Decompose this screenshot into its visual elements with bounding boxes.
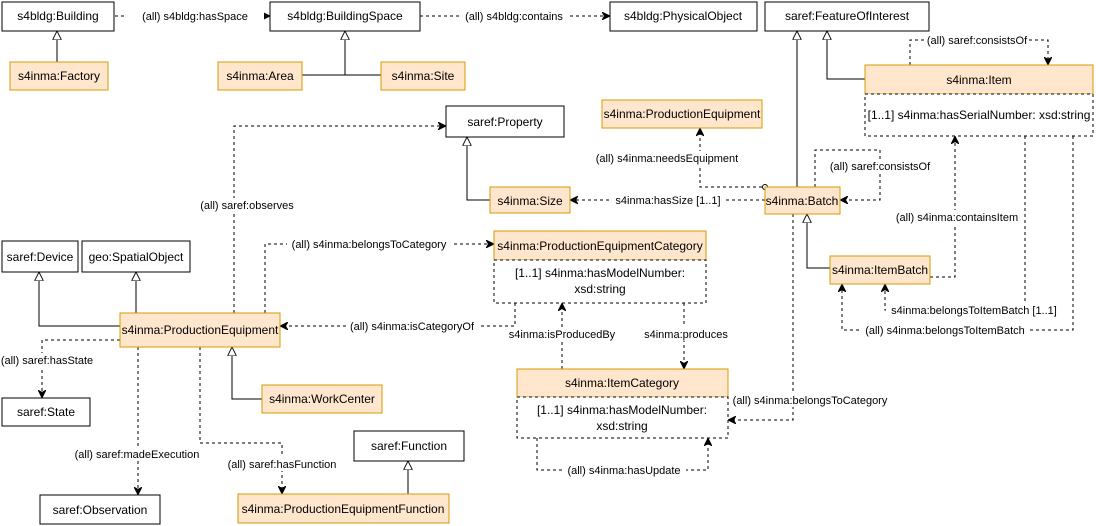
node-size	[489, 186, 571, 214]
edge-label-needs-equipment: (all) s4inma:needsEquipment	[596, 153, 738, 165]
label-observation: saref:Observation	[53, 503, 148, 517]
label-item: s4inma:Item	[946, 73, 1011, 87]
edge-belongs-to-item-batch-all	[842, 136, 1074, 331]
edge-label-is-category-of: (all) s4inma:isCategoryOf	[350, 321, 475, 333]
edge-has-function	[199, 347, 282, 494]
edge-is-category-of	[280, 303, 516, 326]
edge-label-pe-belongs-to-category: (all) s4inma:belongsToCategory	[292, 239, 447, 251]
label-production-equipment: s4inma:ProductionEquipment	[122, 323, 279, 337]
label-property: saref:Property	[467, 115, 542, 129]
edge-size-subclass	[467, 137, 490, 201]
edge-batch-belongs-to-category	[728, 214, 794, 420]
label-area: s4inma:Area	[226, 69, 294, 83]
label-function: saref:Function	[371, 439, 447, 453]
label-pe-category-attr-1: [1..1] s4inma:hasModelNumber:	[515, 266, 685, 280]
node-item	[864, 64, 1094, 95]
edge-label-consists-of-item: (all) saref:consistsOf	[927, 35, 1028, 47]
node-item-category-attributes	[516, 396, 729, 439]
node-item-attributes	[864, 93, 1094, 137]
label-site: s4inma:Site	[392, 69, 455, 83]
node-batch	[764, 186, 841, 215]
node-building	[1, 1, 115, 32]
node-feature-of-interest	[764, 1, 930, 32]
label-batch: s4inma:Batch	[766, 194, 839, 208]
label-factory: s4inma:Factory	[18, 69, 100, 83]
edge-label-consists-of-batch: (all) saref:consistsOf	[830, 161, 931, 173]
edge-area-site-subclass	[302, 31, 381, 76]
node-function	[353, 430, 465, 462]
node-pe-function	[237, 493, 450, 524]
label-device: saref:Device	[7, 250, 74, 264]
edge-observes	[233, 126, 446, 313]
node-work-center	[261, 384, 383, 414]
label-item-batch: s4inma:ItemBatch	[832, 263, 928, 277]
edge-label-has-size: s4inma:hasSize [1..1]	[615, 195, 720, 207]
label-building: s4bldg:Building	[17, 9, 98, 23]
node-physical-object	[609, 1, 758, 32]
node-factory	[9, 61, 109, 91]
label-state: saref:State	[17, 405, 75, 419]
edge-label-belongs-to-item-batch-all: (all) s4inma:belongsToItemBatch	[865, 325, 1025, 337]
edge-label-made-execution: (all) saref:madeExecution	[75, 449, 200, 461]
label-item-category-attr-1: [1..1] s4inma:hasModelNumber:	[537, 403, 707, 417]
node-production-equipment	[119, 312, 281, 348]
edge-label-has-function: (all) saref:hasFunction	[228, 459, 337, 471]
node-area	[217, 61, 303, 91]
edge-label-belongs-to-item-batch-1: s4inma:belongsToItemBatch [1..1]	[891, 305, 1057, 317]
edge-label-has-state: (all) saref:hasState	[1, 355, 93, 367]
edge-label-has-update: (all) s4inma:hasUpdate	[567, 465, 680, 477]
label-pe-category-attr-2: xsd:string	[574, 282, 625, 296]
edge-label-contains-item: (all) s4inma:containsItem	[896, 212, 1018, 224]
edge-contains-item	[930, 136, 955, 278]
label-physical-object: s4bldg:PhysicalObject	[624, 9, 743, 23]
edge-label-is-produced-by: s4inma:isProducedBy	[509, 329, 616, 341]
label-item-attr: [1..1] s4inma:hasSerialNumber: xsd:strin…	[868, 108, 1091, 122]
label-work-center: s4inma:WorkCenter	[269, 392, 375, 406]
label-item-category-attr-2: xsd:string	[596, 419, 647, 433]
edge-item-subclass	[827, 31, 865, 80]
label-building-space: s4bldg:BuildingSpace	[287, 9, 403, 23]
node-production-equipment-top	[601, 99, 763, 129]
edge-needs-equipment	[700, 128, 768, 188]
label-size: s4inma:Size	[497, 194, 563, 208]
edge-device-subclass	[39, 272, 120, 327]
edge-belongs-to-item-batch-1	[885, 136, 1026, 311]
edge-label-has-space: (all) s4bldg:hasSpace	[142, 11, 248, 23]
edge-has-update	[536, 438, 708, 471]
edge-label-belongs-to-category-item: (all) s4inma:belongsToCategory	[733, 395, 888, 407]
edge-label-observes: (all) saref:observes	[200, 200, 294, 212]
label-production-equipment-top: s4inma:ProductionEquipment	[604, 107, 761, 121]
edge-has-state	[42, 339, 120, 398]
edge-label-produces: s4inma:produces	[644, 329, 728, 341]
label-pe-function: s4inma:ProductionEquipmentFunction	[242, 502, 445, 516]
node-state	[1, 397, 91, 427]
edge-pe-belongs-to-category	[264, 244, 494, 313]
node-observation	[39, 494, 161, 525]
node-property	[445, 105, 565, 138]
node-device	[1, 240, 79, 273]
edge-item-consists-of	[909, 39, 1048, 65]
label-pe-category: s4inma:ProductionEquipmentCategory	[497, 239, 702, 253]
node-item-batch	[829, 255, 931, 285]
node-pe-category-attributes	[493, 259, 707, 304]
edge-workcenter-subclass	[232, 347, 262, 400]
label-item-category: s4inma:ItemCategory	[565, 376, 679, 390]
edge-label-contains: (all) s4bldg:contains	[465, 11, 563, 23]
label-feature-of-interest: saref:FeatureOfInterest	[785, 9, 910, 23]
edge-itembatch-subclass	[807, 214, 830, 269]
node-spatial-object	[81, 240, 191, 273]
label-spatial-object: geo:SpatialObject	[89, 250, 184, 264]
node-site	[380, 61, 466, 91]
node-building-space	[269, 1, 421, 32]
edge-batch-consists-of	[814, 149, 881, 200]
